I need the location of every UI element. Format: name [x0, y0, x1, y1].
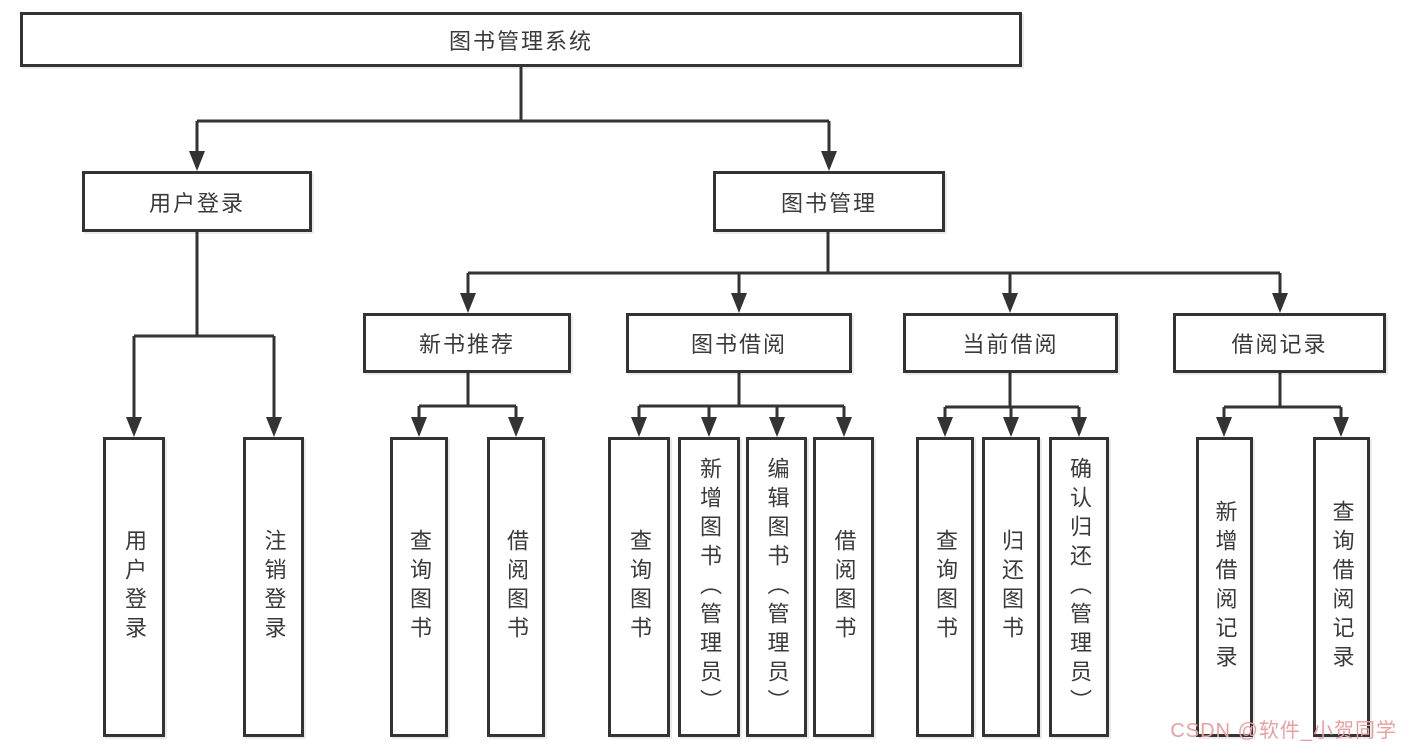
node-label: 图书借阅	[690, 332, 787, 357]
leaf-add-book-admin: 新增图书（管理员）	[678, 437, 740, 737]
leaf-query-book-borrow: 查询图书	[608, 437, 670, 737]
leaf-label: 查询图书	[627, 529, 652, 645]
node-book-management: 图书管理	[713, 171, 945, 232]
leaf-label: 借阅图书	[831, 529, 857, 645]
leaf-label: 新增图书（管理员）	[697, 456, 722, 718]
leaf-label: 确认归还（管理员）	[1067, 456, 1092, 718]
node-user-login: 用户登录	[82, 171, 312, 232]
node-label: 新书推荐	[418, 332, 515, 357]
node-new-book-recommend: 新书推荐	[363, 313, 571, 373]
node-label: 图书管理	[780, 190, 877, 216]
node-label: 图书管理系统	[448, 28, 593, 54]
leaf-logout: 注销登录	[243, 437, 304, 737]
node-borrow-records: 借阅记录	[1173, 313, 1386, 373]
leaf-label: 编辑图书（管理员）	[764, 456, 790, 718]
node-label: 借阅记录	[1231, 332, 1328, 357]
leaf-label: 注销登录	[261, 529, 287, 645]
node-book-borrow: 图书借阅	[626, 313, 852, 373]
leaf-label: 借阅图书	[504, 529, 529, 645]
leaf-confirm-return-admin: 确认归还（管理员）	[1049, 437, 1109, 737]
leaf-borrow-book: 借阅图书	[813, 437, 874, 737]
leaf-label: 新增借阅记录	[1212, 500, 1238, 674]
node-label: 用户登录	[148, 190, 245, 216]
leaf-query-book-current: 查询图书	[916, 437, 974, 737]
leaf-label: 查询借阅记录	[1329, 500, 1355, 674]
leaf-label: 查询图书	[407, 529, 432, 645]
csdn-watermark: CSDN @软件_小贺同学	[1170, 720, 1397, 742]
leaf-query-borrow-record: 查询借阅记录	[1313, 437, 1370, 737]
leaf-user-login: 用户登录	[103, 437, 165, 737]
leaf-return-book: 归还图书	[982, 437, 1040, 737]
leaf-borrow-book-recommend: 借阅图书	[487, 437, 545, 737]
node-label: 当前借阅	[962, 332, 1059, 357]
leaf-label: 用户登录	[122, 529, 147, 645]
leaf-query-book-recommend: 查询图书	[390, 437, 448, 737]
leaf-edit-book-admin: 编辑图书（管理员）	[746, 437, 807, 737]
node-root-library-system: 图书管理系统	[20, 12, 1022, 67]
leaf-label: 查询图书	[933, 529, 958, 645]
leaf-label: 归还图书	[999, 529, 1024, 645]
leaf-add-borrow-record: 新增借阅记录	[1196, 437, 1253, 737]
node-current-borrow: 当前借阅	[903, 313, 1118, 373]
